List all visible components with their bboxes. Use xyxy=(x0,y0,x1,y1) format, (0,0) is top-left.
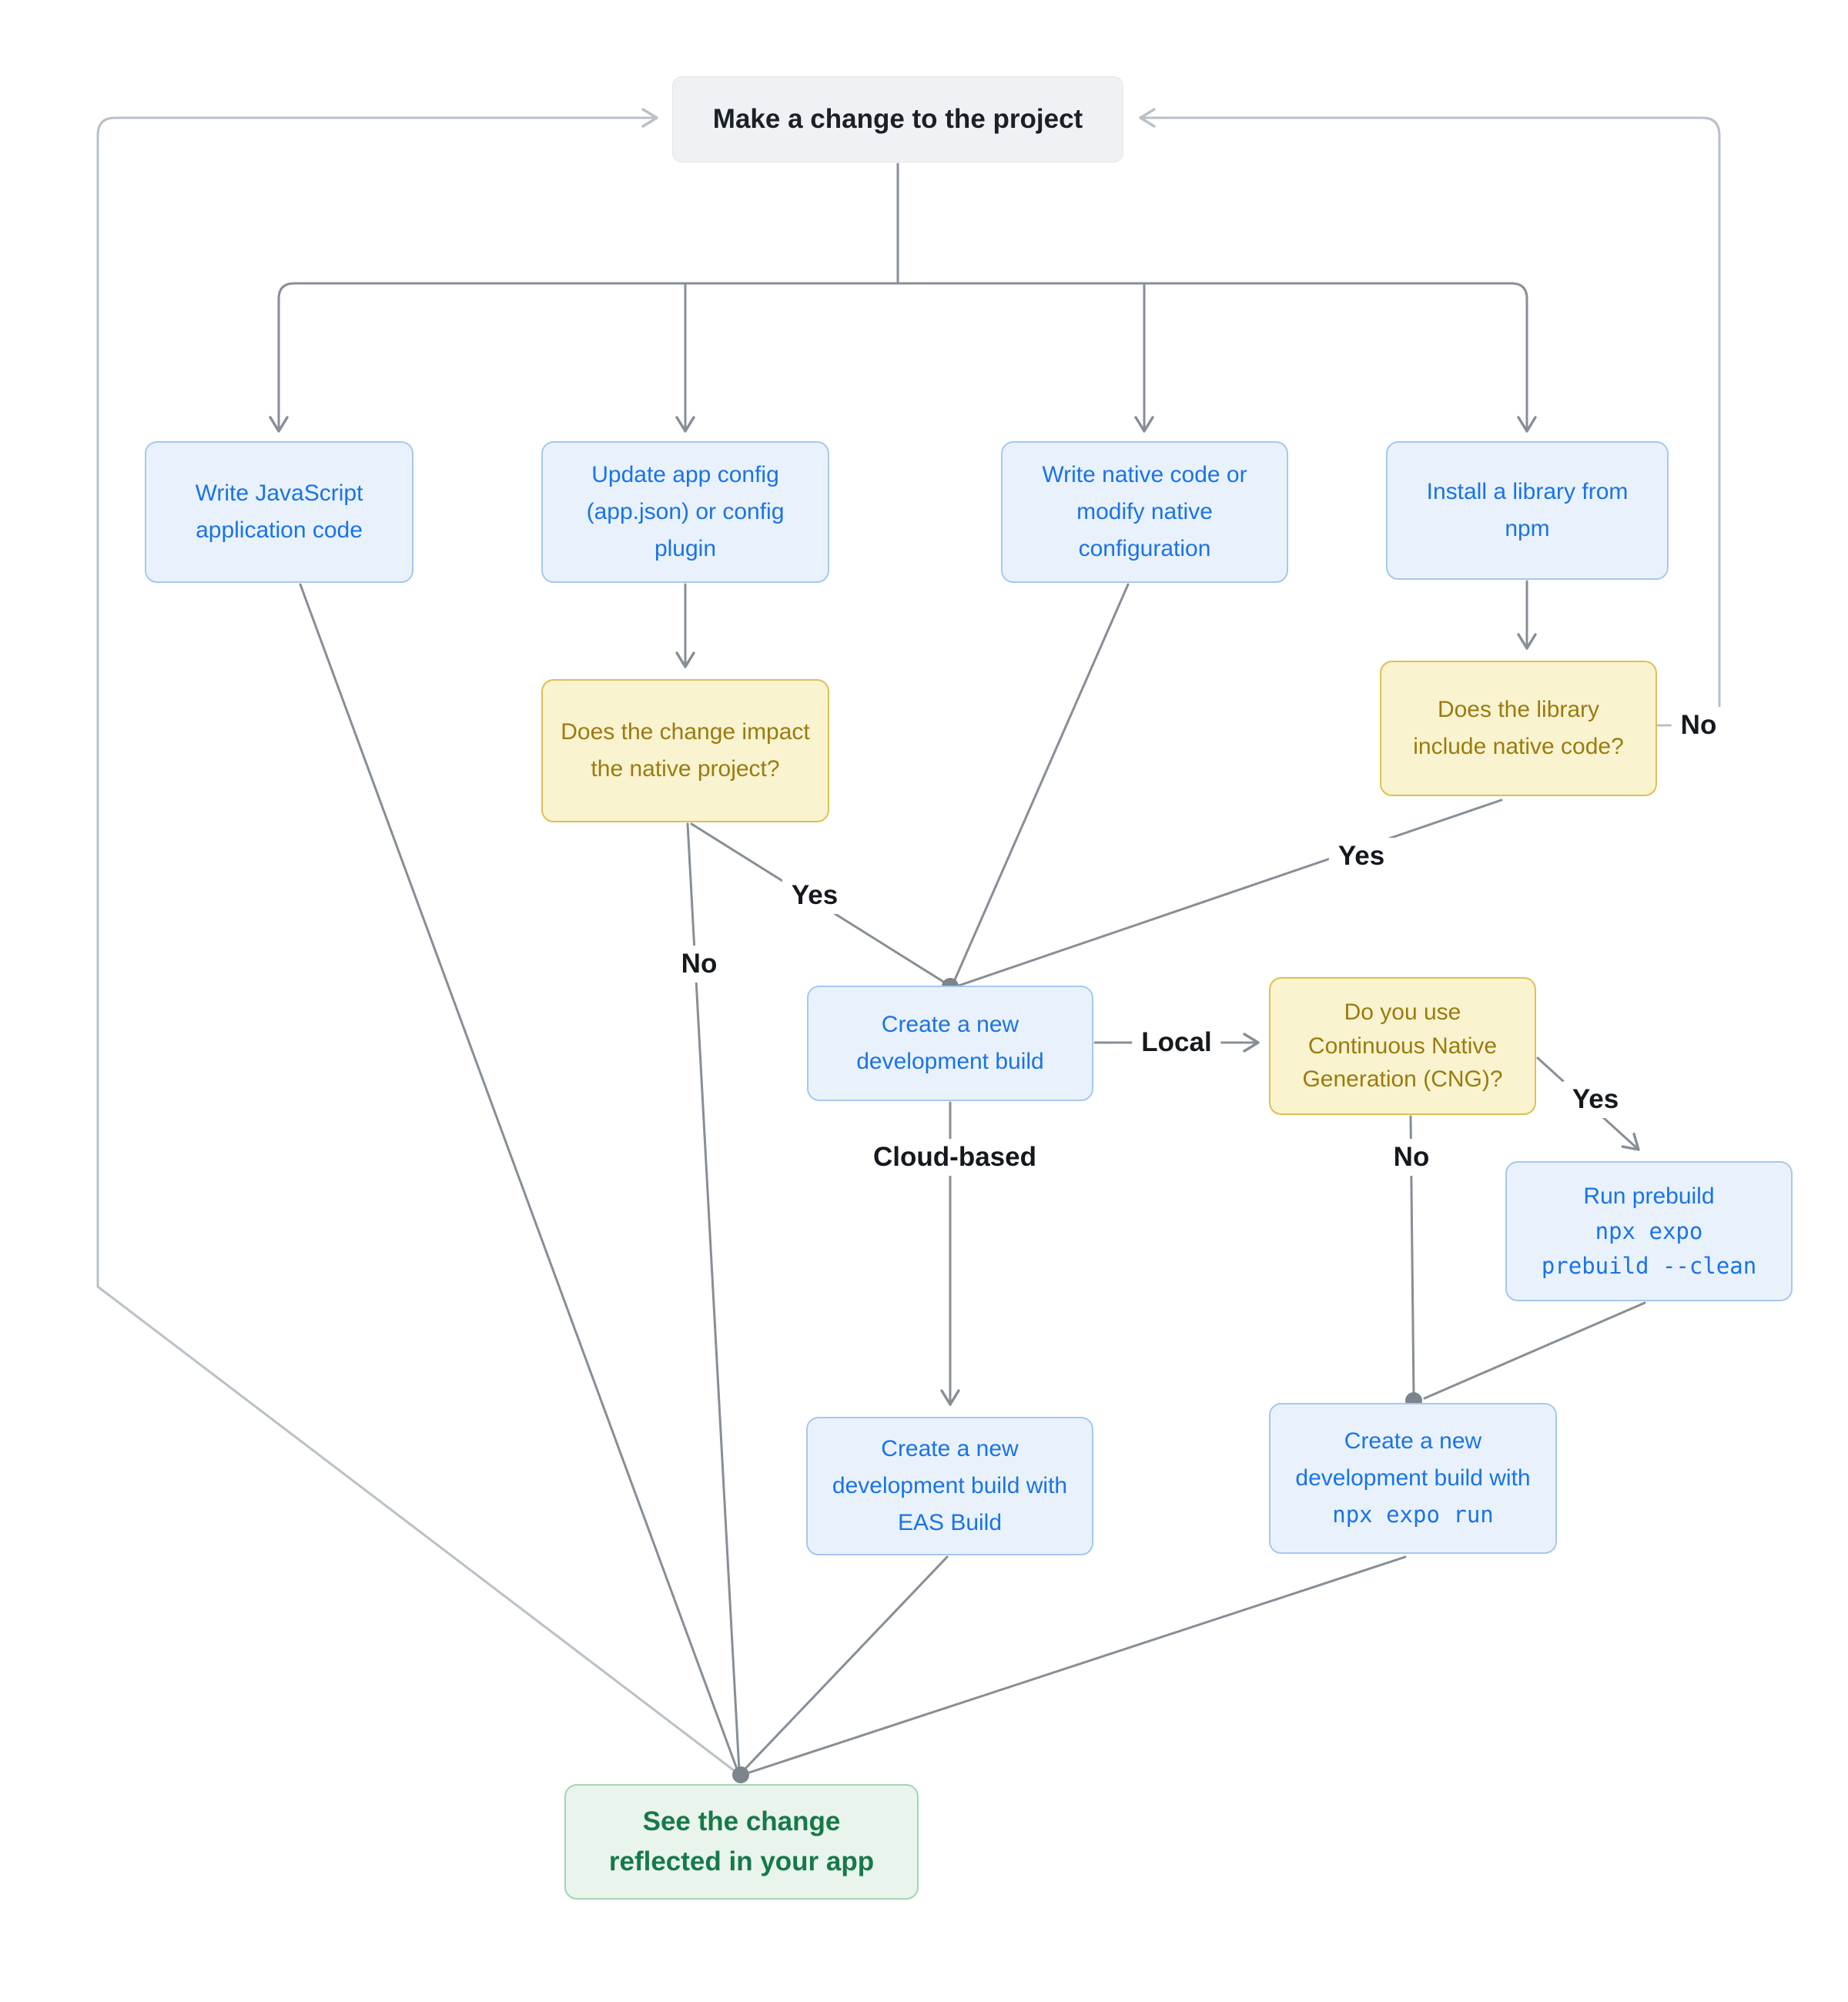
node-create-dev-build-label: Create a new development build xyxy=(856,1012,1044,1074)
node-write-js: Write JavaScript application code xyxy=(145,441,413,583)
node-create-dev-build-eas: Create a new development build with EAS … xyxy=(806,1417,1093,1555)
edge-label-local: Local xyxy=(1132,1024,1221,1061)
node-write-native-code: Write native code or modify native confi… xyxy=(1001,441,1288,583)
node-question-library-native-label: Does the library include native code? xyxy=(1413,697,1624,759)
edge-native-code-to-dev-build xyxy=(952,583,1130,985)
node-update-app-config-label: Update app config (app.json) or config p… xyxy=(586,462,785,561)
edge-eas-to-done xyxy=(742,1555,949,1773)
edge-label-library-no: No xyxy=(1671,707,1726,744)
edge-label-library-yes: Yes xyxy=(1328,838,1394,875)
node-create-dev-build-expo-run-code: npx expo run xyxy=(1332,1502,1494,1528)
node-update-app-config: Update app config (app.json) or config p… xyxy=(541,441,829,583)
edge-label-impact-no: No xyxy=(671,946,727,983)
edge-library-yes-to-dev-build xyxy=(957,798,1503,987)
node-question-change-impact-label: Does the change impact the native projec… xyxy=(561,719,810,782)
node-create-dev-build-expo-run-text: Create a new development build with xyxy=(1295,1428,1531,1491)
node-install-library: Install a library from npm xyxy=(1386,441,1669,580)
node-run-prebuild-code-line1: npx expo xyxy=(1595,1218,1703,1245)
edge-expo-run-to-done xyxy=(748,1555,1407,1774)
junction-dot-done xyxy=(732,1766,749,1783)
edge-return-loop-left xyxy=(96,108,739,1775)
edge-label-cng-no: No xyxy=(1384,1139,1439,1176)
node-question-cng: Do you use Continuous Native Generation … xyxy=(1269,977,1536,1115)
node-question-library-native: Does the library include native code? xyxy=(1380,661,1657,796)
node-see-change: See the change reflected in your app xyxy=(564,1784,919,1900)
node-make-a-change-label: Make a change to the project xyxy=(712,104,1083,134)
node-run-prebuild-code-line2: prebuild --clean xyxy=(1541,1253,1757,1280)
node-write-js-label: Write JavaScript application code xyxy=(195,480,363,543)
node-create-dev-build: Create a new development build xyxy=(807,986,1093,1101)
node-create-dev-build-expo-run-label: Create a new development build with npx … xyxy=(1287,1423,1538,1534)
node-question-change-impact: Does the change impact the native projec… xyxy=(541,679,829,822)
node-run-prebuild-label: Run prebuild xyxy=(1583,1183,1715,1209)
edge-label-impact-yes: Yes xyxy=(782,877,848,914)
node-question-cng-label: Do you use Continuous Native Generation … xyxy=(1302,999,1503,1093)
edge-branch-to-write-js xyxy=(269,282,899,433)
node-write-native-code-label: Write native code or modify native confi… xyxy=(1042,462,1247,561)
node-create-dev-build-eas-label: Create a new development build with EAS … xyxy=(832,1436,1068,1535)
edge-label-cloud-based: Cloud-based xyxy=(864,1139,1046,1176)
edge-write-js-to-done xyxy=(299,583,739,1773)
edge-prebuild-to-expo-run xyxy=(1423,1301,1646,1400)
edge-branch-to-install-library xyxy=(896,282,1537,433)
node-make-a-change: Make a change to the project xyxy=(672,76,1123,162)
edge-label-cng-yes: Yes xyxy=(1562,1081,1629,1118)
node-run-prebuild: Run prebuild npx expo prebuild --clean xyxy=(1505,1161,1793,1301)
node-install-library-label: Install a library from npm xyxy=(1426,479,1629,541)
node-create-dev-build-expo-run: Create a new development build with npx … xyxy=(1269,1403,1557,1554)
edge-return-loop-right xyxy=(1139,108,1721,727)
node-see-change-label: See the change reflected in your app xyxy=(608,1806,875,1877)
